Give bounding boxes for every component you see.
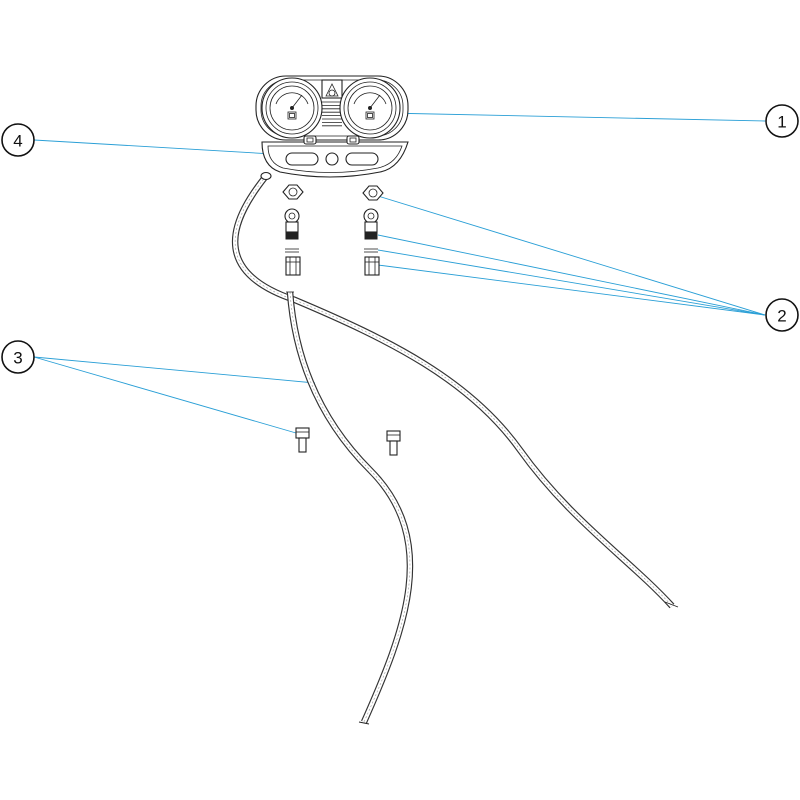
leader-2b: [377, 234, 766, 316]
callout-label: 2: [777, 307, 786, 326]
pressure-gauge-icon: [261, 77, 323, 139]
callout-label: 1: [777, 113, 786, 132]
leader-1: [385, 112, 766, 122]
manifold-valve-icon: [321, 79, 343, 127]
leader-3a: [33, 356, 316, 384]
leader-lines: [33, 112, 766, 434]
fittings-left: [282, 184, 304, 276]
callout-1: 1: [765, 104, 799, 138]
pressure-gauge-icon: [339, 77, 401, 139]
hex-nut-icon: [362, 185, 384, 201]
fittings-right: [362, 185, 384, 276]
connector-icon: [364, 256, 380, 276]
leader-2a: [377, 195, 766, 316]
leader-4: [33, 139, 291, 156]
gauge-manifold: [255, 75, 409, 178]
hex-nut-icon: [282, 184, 304, 200]
callout-label: 3: [13, 349, 22, 368]
hose-icon: [232, 171, 679, 725]
connector-icon: [295, 427, 310, 453]
leader-3b: [33, 356, 297, 434]
callout-label: 4: [13, 132, 22, 151]
hose-end-top: [260, 171, 272, 181]
callout-2: 2: [765, 298, 799, 332]
leader-2d: [377, 264, 766, 316]
callout-4: 4: [1, 123, 35, 157]
callout-3: 3: [1, 340, 35, 374]
connector-icon: [386, 430, 401, 456]
connector-icon: [285, 256, 301, 276]
leader-2c: [377, 249, 766, 316]
